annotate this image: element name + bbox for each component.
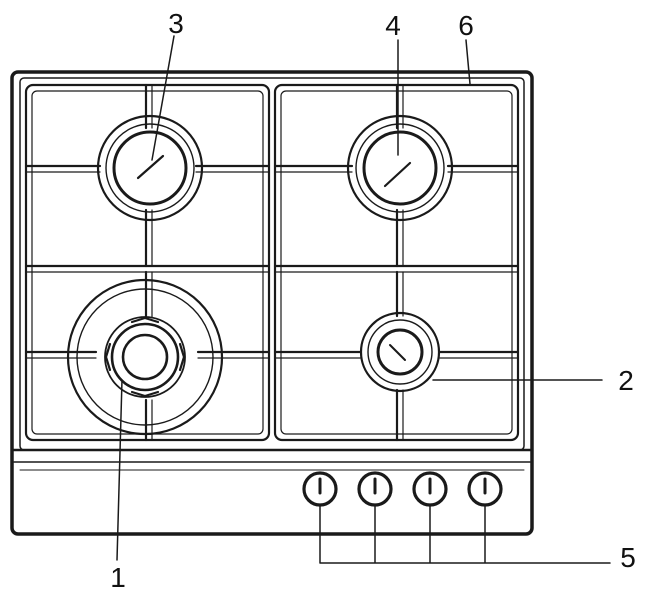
leader-line-6 xyxy=(465,39,471,85)
callout-2: 2 xyxy=(618,365,634,396)
hob-frame xyxy=(10,70,534,536)
burner-wok xyxy=(66,278,224,436)
burner-auxiliary xyxy=(359,311,441,393)
burner-semi-rapid-left xyxy=(96,114,204,222)
leader-line-1 xyxy=(116,379,123,561)
pan-support-right xyxy=(273,83,520,442)
pan-support-left xyxy=(24,83,271,442)
callout-4: 4 xyxy=(385,10,401,41)
control-knob xyxy=(357,471,393,507)
control-knob xyxy=(467,471,503,507)
callout-1: 1 xyxy=(110,562,126,593)
callout-5: 5 xyxy=(620,542,636,573)
control-knob xyxy=(412,471,448,507)
leader-line-3 xyxy=(151,35,175,161)
control-knobs xyxy=(302,471,503,507)
callout-3: 3 xyxy=(168,8,184,39)
burner-semi-rapid-right xyxy=(346,114,454,222)
callout-6: 6 xyxy=(458,10,474,41)
leader-line-5 xyxy=(319,504,611,564)
leader-lines xyxy=(116,35,611,564)
control-knob xyxy=(302,471,338,507)
